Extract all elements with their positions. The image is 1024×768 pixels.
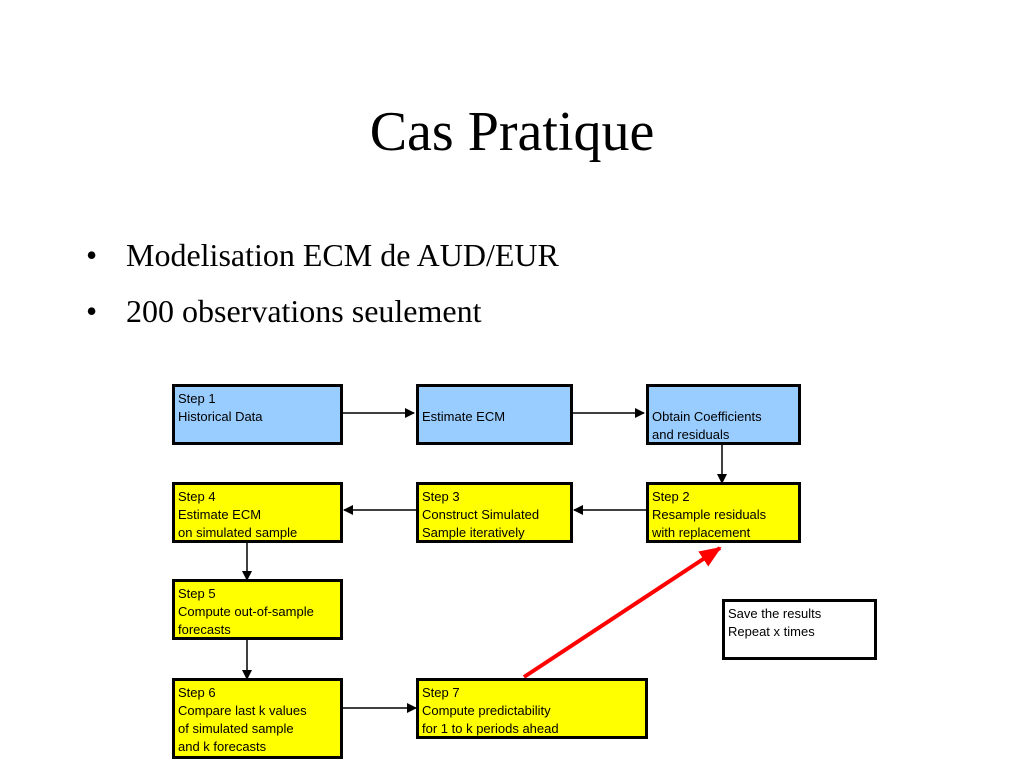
- step-text: for 1 to k periods ahead: [422, 721, 559, 736]
- step1-box: Step 1 Historical Data: [172, 384, 343, 445]
- step2-box: Step 2 Resample residuals with replaceme…: [646, 482, 801, 543]
- step-text: Sample iteratively: [422, 525, 525, 540]
- step-text: Historical Data: [178, 409, 263, 424]
- step7-box: Step 7 Compute predictability for 1 to k…: [416, 678, 648, 739]
- step-label: Step 3: [422, 489, 460, 504]
- step-text: and k forecasts: [178, 739, 267, 754]
- step-text: with replacement: [652, 525, 751, 540]
- step6-box: Step 6 Compare last k values of simulate…: [172, 678, 343, 759]
- step-label: Step 4: [178, 489, 216, 504]
- step-label: Step 5: [178, 586, 216, 601]
- slide-title: Cas Pratique: [369, 101, 655, 163]
- step-label: Step 1: [178, 391, 216, 406]
- step-text: Estimate ECM: [422, 409, 506, 424]
- loop-arrow-step7-to-step2: [522, 546, 722, 679]
- step-label: Step 6: [178, 685, 216, 700]
- step-text: forecasts: [178, 622, 231, 637]
- estimate-ecm-box: Estimate ECM: [416, 384, 573, 445]
- step-text: Compute predictability: [422, 703, 551, 718]
- bullet-list: • Modelisation ECM de AUD/EUR • 200 observ…: [86, 230, 559, 342]
- step-text: Compute out-of-sample: [178, 604, 314, 619]
- step-text: of simulated sample: [178, 721, 294, 736]
- step-label: Step 2: [652, 489, 690, 504]
- step-text: on simulated sample: [178, 525, 298, 540]
- step-text: Estimate ECM: [178, 507, 262, 522]
- step-label: Step 7: [422, 685, 460, 700]
- note-text: Repeat x times: [728, 624, 815, 639]
- step-text: and residuals: [652, 427, 730, 442]
- step4-box: Step 4 Estimate ECM on simulated sample: [172, 482, 343, 543]
- note-text: Save the results: [728, 606, 822, 621]
- step5-box: Step 5 Compute out-of-sample forecasts: [172, 579, 343, 640]
- step-text: Compare last k values: [178, 703, 307, 718]
- bullet-item: • Modelisation ECM de AUD/EUR: [86, 230, 559, 286]
- step-text: Obtain Coefficients: [652, 409, 762, 424]
- bullet-item: • 200 observations seulement: [86, 286, 559, 342]
- step-text: Construct Simulated: [422, 507, 540, 522]
- step3-box: Step 3 Construct Simulated Sample iterat…: [416, 482, 573, 543]
- step-text: Resample residuals: [652, 507, 767, 522]
- bullet-dot-icon: •: [86, 237, 98, 273]
- bullet-text: Modelisation ECM de AUD/EUR: [126, 237, 559, 273]
- save-results-note: Save the results Repeat x times: [722, 599, 877, 660]
- bullet-text: 200 observations seulement: [126, 293, 482, 329]
- bullet-dot-icon: •: [86, 293, 98, 329]
- obtain-coefficients-box: Obtain Coefficients and residuals: [646, 384, 801, 445]
